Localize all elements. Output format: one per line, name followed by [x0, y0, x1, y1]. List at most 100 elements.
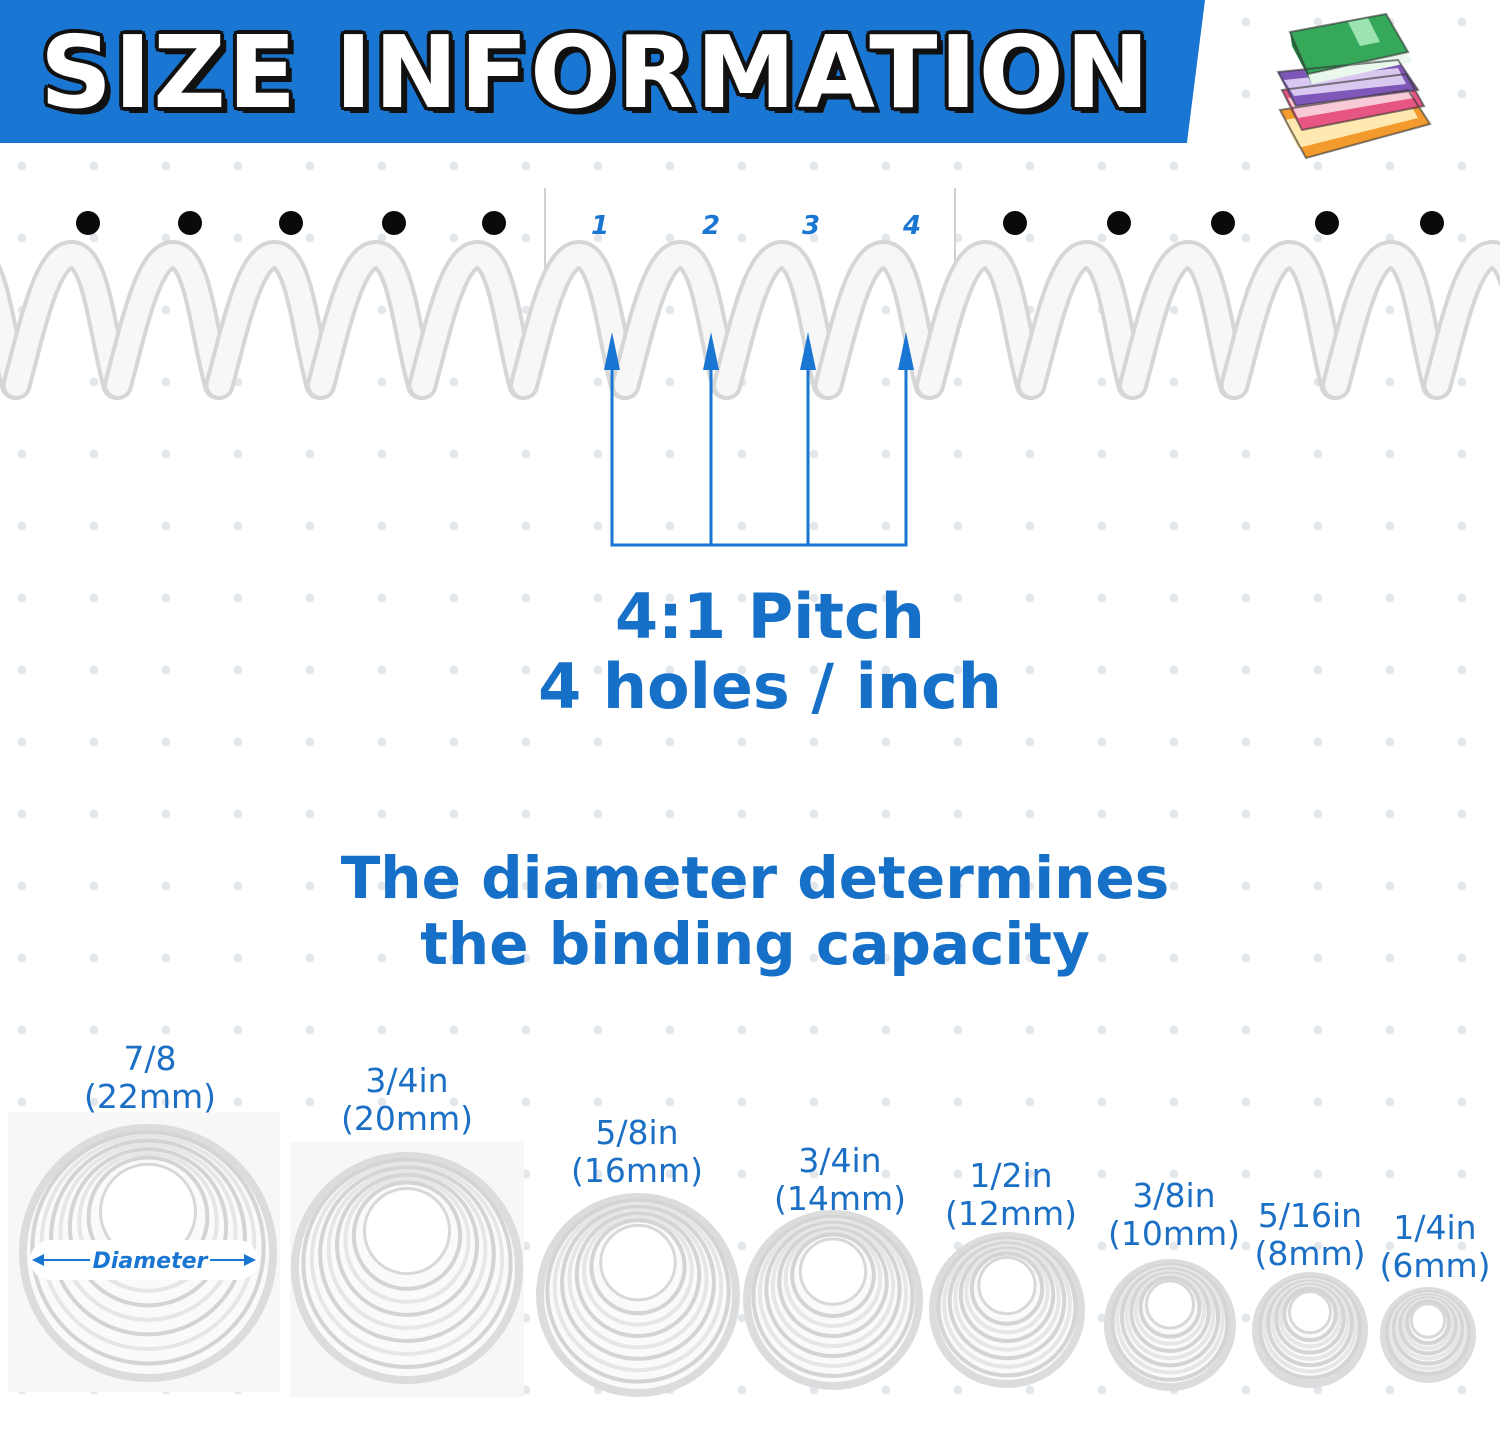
ring-inner: [1282, 1286, 1338, 1343]
ring-inner: [770, 1223, 896, 1349]
size-label-6mm: 1/4in(6mm): [1379, 1208, 1491, 1285]
capacity-heading-line2: the binding capacity: [420, 910, 1090, 978]
coil-loop: [107, 243, 229, 396]
ring-inner: [751, 1214, 915, 1379]
size-label-20mm: 3/4in(20mm): [340, 1061, 474, 1138]
ring-inner: [958, 1246, 1056, 1343]
stacked-books-icon: [1275, 12, 1432, 163]
diameter-indicator: Diameter: [30, 1240, 258, 1280]
coil-loop: [1325, 243, 1447, 396]
hole-number-1: 1: [591, 211, 609, 241]
coil-loop: [614, 243, 737, 396]
ring-inner: [545, 1198, 731, 1384]
coil-loop: [1020, 243, 1143, 396]
coil-diameter-rings: Diameter: [8, 1112, 1476, 1397]
ring-inner: [309, 1161, 505, 1356]
size-label-22mm: 7/8(22mm): [83, 1039, 217, 1116]
ring-inner: [1133, 1273, 1207, 1346]
punch-hole: [76, 211, 100, 235]
ring-inner: [757, 1217, 909, 1369]
header-banner: [0, 0, 1205, 143]
coil-loop: [208, 243, 331, 396]
ring-inner: [942, 1238, 1072, 1369]
ring-center: [1287, 1290, 1333, 1335]
size-label-8mm: 5/16in(8mm): [1254, 1196, 1366, 1273]
ring-inner: [67, 1147, 229, 1308]
size-label-12mm: 1/2in(12mm): [944, 1156, 1078, 1233]
ring-inner: [777, 1226, 889, 1339]
ring-inner: [582, 1214, 694, 1327]
ring-inner: [947, 1241, 1067, 1361]
ring-inner: [936, 1236, 1078, 1378]
hole-number-3: 3: [802, 211, 820, 241]
ring-center: [599, 1223, 677, 1302]
ring-inner: [1124, 1269, 1216, 1361]
coil-loop: [0, 273, 26, 396]
size-label-14mm: 3/4in(14mm): [773, 1141, 907, 1218]
ring-inner: [49, 1138, 247, 1337]
size-label-16mm: 5/8in(16mm): [570, 1113, 704, 1190]
ring-inner: [1405, 1299, 1451, 1346]
ring-inner: [1138, 1275, 1202, 1339]
ring-inner: [589, 1218, 687, 1316]
hole-number-4: 4: [902, 211, 921, 241]
capacity-heading-line1: The diameter determines: [340, 844, 1170, 912]
coil-loop: [919, 243, 1041, 396]
ring-inner: [552, 1201, 724, 1373]
punch-hole: [1107, 211, 1131, 235]
ring-inner: [343, 1176, 471, 1304]
ring-inner: [953, 1243, 1061, 1352]
punch-hole: [1315, 211, 1339, 235]
ring-inner: [964, 1248, 1050, 1335]
ring-inner: [326, 1169, 488, 1330]
ring-inner: [1129, 1271, 1211, 1353]
ring-inner: [790, 1232, 876, 1319]
ring-inner: [560, 1204, 716, 1361]
numbered-holes: 1 2 3 4: [591, 211, 921, 241]
punch-hole: [279, 211, 303, 235]
punch-hole: [382, 211, 406, 235]
ring-center: [798, 1237, 868, 1306]
ring-inner: [77, 1151, 219, 1293]
punch-hole: [1211, 211, 1235, 235]
page-title: SIZE INFORMATION: [40, 14, 1152, 131]
ring-center: [977, 1255, 1037, 1316]
punch-hole: [1003, 211, 1027, 235]
ring-inner: [351, 1180, 463, 1291]
ring-inner: [318, 1165, 496, 1343]
punch-hole: [1420, 211, 1444, 235]
ring-center: [1409, 1302, 1447, 1339]
pitch-bracket: [610, 345, 908, 547]
spiral-coil-diagram: 1 2 3 4: [0, 188, 1500, 547]
pitch-arrowheads: [604, 332, 914, 370]
ring-inner: [301, 1157, 513, 1369]
holes-per-inch-text: 4 holes / inch: [538, 650, 1002, 723]
ring-inner: [783, 1229, 883, 1329]
coil-loop: [1122, 243, 1244, 396]
coil-loop: [1426, 243, 1500, 396]
coil-loops: [0, 239, 1500, 400]
ring-inner: [1115, 1265, 1225, 1375]
ring-inner: [30, 1130, 266, 1366]
coil-loop: [1223, 243, 1346, 396]
coil-loop: [513, 243, 635, 396]
ring-center: [1144, 1279, 1196, 1330]
coil-loop: [817, 243, 940, 396]
ring-inner: [567, 1208, 709, 1350]
coil-loop: [716, 243, 838, 396]
ring-inner: [764, 1220, 902, 1359]
ring-center: [362, 1186, 452, 1276]
ring-inner: [335, 1172, 479, 1317]
diameter-label: Diameter: [93, 1249, 209, 1274]
ring-inner: [1119, 1267, 1221, 1368]
pitch-ratio-text: 4:1 Pitch: [615, 580, 925, 653]
ring-inner: [58, 1142, 238, 1322]
coil-loop: [5, 243, 128, 396]
ring-inner: [1110, 1263, 1230, 1382]
hole-number-2: 2: [702, 211, 720, 241]
punch-hole-dots: [76, 211, 1444, 235]
punch-hole: [178, 211, 202, 235]
coil-loop: [411, 243, 534, 396]
size-label-10mm: 3/8in(10mm): [1107, 1176, 1241, 1253]
ring-inner: [574, 1211, 702, 1339]
